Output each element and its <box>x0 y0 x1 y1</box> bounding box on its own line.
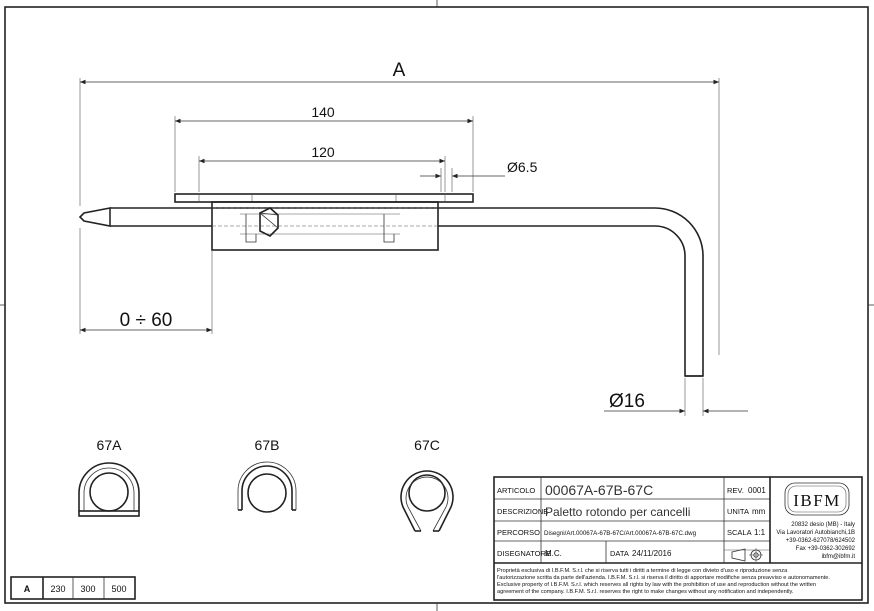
note-line-1: Proprietà esclusiva di I.B.F.M. S.r.l. c… <box>497 568 788 574</box>
company-address-2: Via Lavoratori Autobianchi,1B <box>776 530 855 536</box>
section-67a <box>78 462 140 517</box>
mounting-plate <box>174 193 474 203</box>
note-line-3: Exclusive property of I.B.F.M. S.r.l. wh… <box>497 582 816 588</box>
rev-value: 0001 <box>748 486 766 495</box>
title-block: ARTICOLO 00067A-67B-67C REV. 0001 DESCRI… <box>493 476 863 601</box>
section-label-67b: 67B <box>255 437 280 453</box>
projection-symbol <box>731 548 763 562</box>
percorso-value: Disegni/Art.00067A-67B-67C/Art.00067A-67… <box>544 530 697 537</box>
articolo-label: ARTICOLO <box>497 486 535 495</box>
hex-nut <box>259 207 279 237</box>
note-line-2: l'autorizzazione scritta da parte dell'a… <box>497 575 830 581</box>
unita-value: mm <box>752 507 766 516</box>
descrizione-value: Paletto rotondo per cancelli <box>545 505 690 519</box>
section-label-67c: 67C <box>414 437 440 453</box>
dim-plate-length: 140 <box>311 104 335 120</box>
dimension-lines <box>79 78 748 416</box>
dim-stroke-range: 0 ÷ 60 <box>120 310 173 331</box>
size-value-1: 230 <box>50 584 65 594</box>
disegnatore-label: DISEGNATORE <box>497 549 551 558</box>
company-address-4: Fax +39-0362-302692 <box>796 546 856 552</box>
bolt-rod <box>110 207 704 377</box>
company-address-1: 20832 desio (MB) - Italy <box>791 522 855 528</box>
percorso-label: PERCORSO <box>497 528 540 537</box>
size-value-2: 300 <box>80 584 95 594</box>
dimension-labels: A 140 120 Ø6.5 0 ÷ 60 Ø16 <box>120 60 645 412</box>
rev-label: REV. <box>727 486 744 495</box>
descrizione-label: DESCRIZIONE <box>497 507 548 516</box>
size-value-3: 500 <box>111 584 126 594</box>
size-table-header: A <box>24 584 31 594</box>
unita-label: UNITA <box>727 507 749 516</box>
size-table: A 230 300 500 <box>10 576 136 600</box>
bolt-tip <box>78 207 111 227</box>
dim-overall-length: A <box>393 60 406 81</box>
company-logo: IBFM <box>784 482 850 516</box>
dim-hole-spacing: 120 <box>311 144 335 160</box>
logo-text: IBFM <box>793 491 841 510</box>
section-67c <box>400 470 454 532</box>
company-address-3: +39-0362-627078/624502 <box>786 538 856 544</box>
data-value: 24/11/2016 <box>632 549 672 558</box>
scala-value: 1:1 <box>754 528 766 537</box>
section-67b <box>237 461 297 513</box>
dim-bolt-diameter: Ø16 <box>609 391 645 412</box>
disegnatore-value: M.C. <box>545 549 562 558</box>
company-address-5: ibfm@ibfm.it <box>822 554 856 560</box>
section-views: 67A 67B 67C <box>78 437 454 532</box>
section-label-67a: 67A <box>97 437 123 453</box>
scala-label: SCALA <box>727 528 752 537</box>
dim-hole-diameter: Ø6.5 <box>507 159 538 175</box>
note-line-4: agreement of the company. I.B.F.M. S.r.l… <box>497 589 794 595</box>
bolt-main-view <box>78 193 704 377</box>
articolo-value: 00067A-67B-67C <box>545 482 653 498</box>
data-label: DATA <box>610 549 629 558</box>
